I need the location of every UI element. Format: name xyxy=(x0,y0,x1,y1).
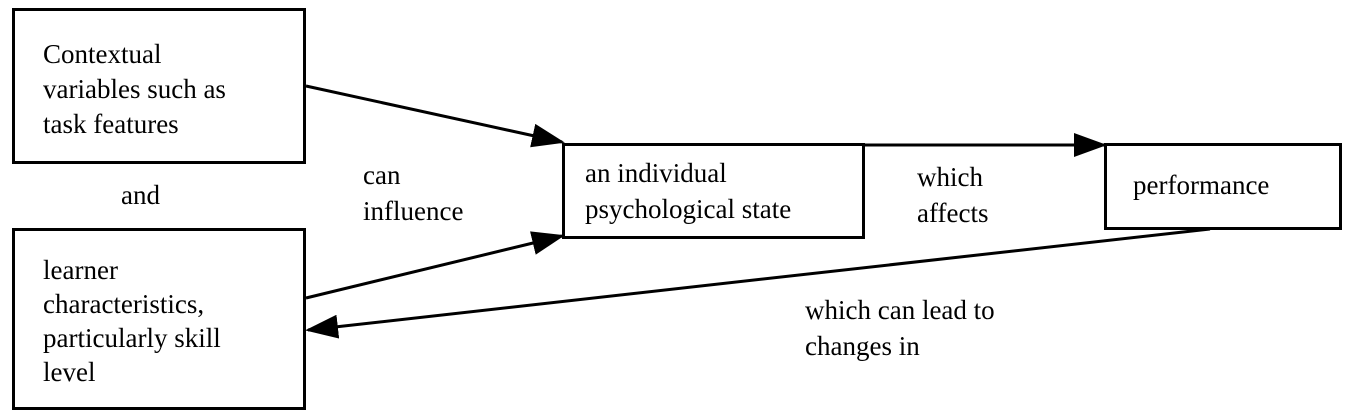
which-affects-line-1: which xyxy=(917,162,983,192)
state-line-1: an individual xyxy=(585,158,727,188)
performance-box: performance xyxy=(1104,143,1342,230)
contextual-line-2: variables such as xyxy=(43,74,226,104)
and-label: and xyxy=(121,180,160,210)
can-influence-line-1: can xyxy=(363,160,401,190)
which-can-lead-line-1: which can lead to xyxy=(805,295,995,325)
learner-line-4: level xyxy=(43,357,96,387)
arrow-contextual-to-state xyxy=(305,84,565,148)
psychological-state-box: an individual psychological state xyxy=(562,143,865,239)
contextual-line-3: task features xyxy=(43,109,179,139)
arrow-learner-to-state xyxy=(305,231,565,300)
contextual-variables-box: Contextual variables such as task featur… xyxy=(12,8,306,164)
learner-line-2: characteristics, xyxy=(43,289,205,319)
learner-characteristics-box: learner characteristics, particularly sk… xyxy=(12,228,306,410)
can-influence-line-2: influence xyxy=(363,196,464,226)
which-can-lead-line-2: changes in xyxy=(805,331,920,361)
contextual-line-1: Contextual xyxy=(43,39,162,69)
learner-line-1: learner xyxy=(43,255,118,285)
state-line-2: psychological state xyxy=(585,194,792,224)
learner-line-3: particularly skill xyxy=(43,323,221,353)
which-affects-line-2: affects xyxy=(917,198,989,228)
performance-label: performance xyxy=(1133,170,1270,200)
arrow-performance-to-learner xyxy=(305,227,1211,339)
